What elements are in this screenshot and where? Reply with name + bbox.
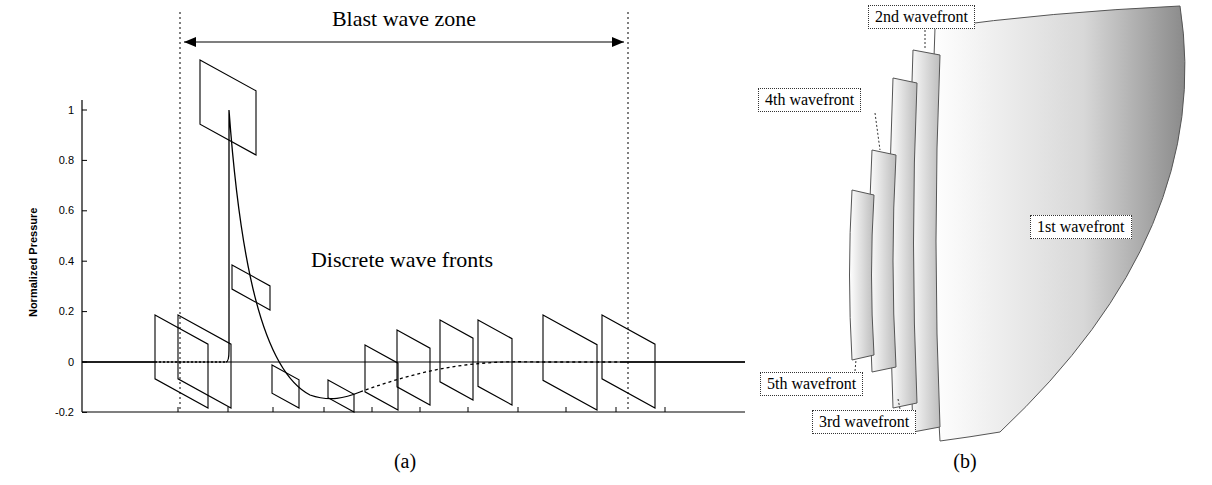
- axis-tick: [82, 160, 87, 161]
- tick-label: -0.2: [55, 406, 74, 419]
- tick-label: 1: [68, 104, 74, 117]
- tick-label: 0: [68, 356, 74, 369]
- tick-label: 0.6: [59, 204, 74, 217]
- axis-tick: [566, 407, 567, 412]
- wavefront-label: 2nd wavefront: [875, 8, 968, 25]
- wave-front-plane: [543, 315, 597, 410]
- wave-front-plane: [200, 60, 256, 155]
- panel-label: (b): [953, 450, 976, 473]
- wavefront-label-box: 2nd wavefront: [868, 5, 975, 29]
- axis-title: Normalized Pressure: [28, 207, 41, 316]
- annotation: Discrete wave fronts: [311, 247, 493, 272]
- wave-front-plane: [478, 320, 512, 405]
- axis-tick: [616, 407, 617, 412]
- wavefront-label: 3rd wavefront: [819, 413, 909, 430]
- tick-label: 0.4: [59, 255, 74, 268]
- wavefront-label: 1st wavefront: [1037, 218, 1125, 235]
- wave-front-plane: [397, 330, 430, 405]
- axis-tick: [82, 261, 87, 262]
- tick-label: 0.2: [59, 305, 74, 318]
- axis-tick: [82, 210, 87, 211]
- panel-label: (a): [394, 450, 416, 473]
- axis-tick: [518, 407, 519, 412]
- wavefront-label-box: 1st wavefront: [1030, 215, 1132, 239]
- zone-title: Blast wave zone: [332, 6, 476, 31]
- wavefront-label-box: 3rd wavefront: [812, 410, 916, 434]
- axis-tick: [372, 407, 373, 412]
- axis-tick: [82, 412, 87, 413]
- wavefront-label: 5th wavefront: [767, 375, 856, 392]
- wavefront-label-box: 5th wavefront: [760, 372, 863, 396]
- wavefront-label: 4th wavefront: [765, 91, 854, 108]
- wave-front-plane: [178, 315, 231, 408]
- wave-front-plane: [155, 315, 208, 408]
- axis-tick: [420, 407, 421, 412]
- axis-tick: [228, 407, 229, 412]
- axis-tick: [468, 407, 469, 412]
- wave-front-plane: [602, 315, 655, 408]
- wave-front-plane: [440, 320, 473, 400]
- axis-tick: [178, 407, 179, 412]
- wave-front-plane: [272, 365, 299, 408]
- axis-tick: [82, 311, 87, 312]
- wavefront-shell: [850, 190, 875, 360]
- wave-front-plane: [232, 265, 270, 310]
- wave-front-plane: [328, 380, 354, 412]
- wave-front-plane: [365, 345, 398, 410]
- axis-tick: [665, 407, 666, 412]
- axis-tick: [324, 407, 325, 412]
- axis-tick: [82, 110, 87, 111]
- axis-tick: [273, 407, 274, 412]
- tick-label: 0.8: [59, 154, 74, 167]
- wavefront-label-box: 4th wavefront: [758, 88, 861, 112]
